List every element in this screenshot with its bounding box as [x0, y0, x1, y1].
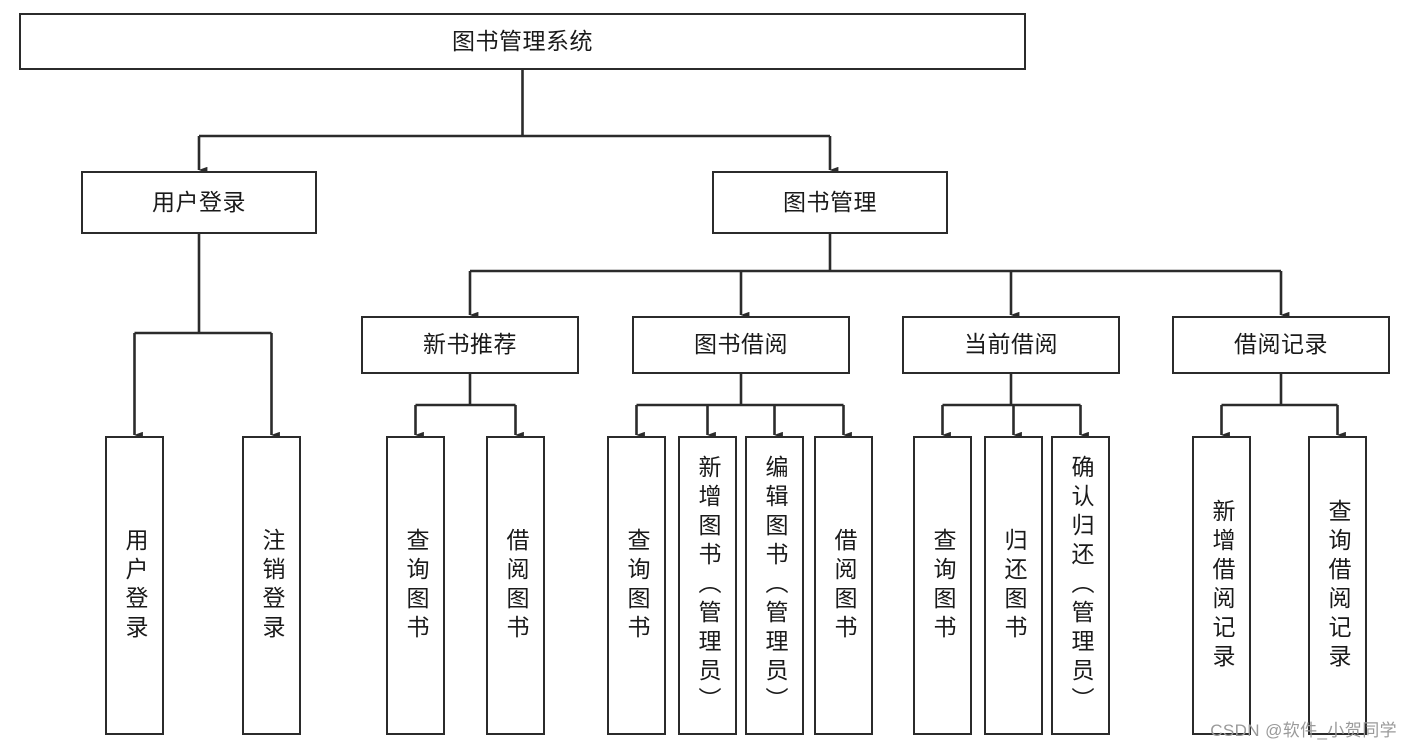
node-leaf-return-book[interactable]: 归还图书 — [984, 436, 1043, 735]
node-label: 注销登录 — [259, 527, 285, 644]
node-leaf-borrow-book-2[interactable]: 借阅图书 — [814, 436, 873, 735]
node-label: 图书管理 — [783, 188, 877, 215]
node-label: 查询图书 — [930, 527, 956, 644]
node-label: 用户登录 — [152, 188, 246, 215]
node-current-borrow[interactable]: 当前借阅 — [902, 316, 1120, 374]
node-label: 图书借阅 — [694, 331, 788, 358]
node-book-borrow[interactable]: 图书借阅 — [632, 316, 850, 374]
node-leaf-confirm-return[interactable]: 确认归还（管理员） — [1051, 436, 1110, 735]
node-label: 借阅记录 — [1234, 331, 1328, 358]
node-label: 新书推荐 — [423, 331, 517, 358]
node-book-manage[interactable]: 图书管理 — [712, 171, 948, 234]
node-user-login[interactable]: 用户登录 — [81, 171, 317, 234]
node-leaf-borrow-book-1[interactable]: 借阅图书 — [486, 436, 545, 735]
node-leaf-query-book-2[interactable]: 查询图书 — [607, 436, 666, 735]
node-leaf-edit-book[interactable]: 编辑图书（管理员） — [745, 436, 804, 735]
node-root[interactable]: 图书管理系统 — [19, 13, 1026, 70]
node-label: 借阅图书 — [831, 527, 857, 644]
node-leaf-logout[interactable]: 注销登录 — [242, 436, 301, 735]
node-leaf-user-login[interactable]: 用户登录 — [105, 436, 164, 735]
node-label: 确认归还（管理员） — [1068, 455, 1094, 716]
node-leaf-add-record[interactable]: 新增借阅记录 — [1192, 436, 1251, 735]
node-leaf-query-book-3[interactable]: 查询图书 — [913, 436, 972, 735]
node-new-book-rec[interactable]: 新书推荐 — [361, 316, 579, 374]
node-label: 新增图书（管理员） — [695, 455, 721, 716]
node-borrow-record[interactable]: 借阅记录 — [1172, 316, 1390, 374]
node-label: 图书管理系统 — [452, 27, 593, 54]
node-label: 归还图书 — [1001, 527, 1027, 644]
node-label: 查询图书 — [624, 527, 650, 644]
node-label: 当前借阅 — [964, 331, 1058, 358]
node-leaf-query-book-1[interactable]: 查询图书 — [386, 436, 445, 735]
node-label: 用户登录 — [122, 527, 148, 644]
node-label: 借阅图书 — [503, 527, 529, 644]
node-label: 查询借阅记录 — [1325, 498, 1351, 673]
node-leaf-add-book[interactable]: 新增图书（管理员） — [678, 436, 737, 735]
node-label: 新增借阅记录 — [1209, 498, 1235, 673]
node-leaf-query-record[interactable]: 查询借阅记录 — [1308, 436, 1367, 735]
node-label: 查询图书 — [403, 527, 429, 644]
node-label: 编辑图书（管理员） — [762, 455, 788, 716]
